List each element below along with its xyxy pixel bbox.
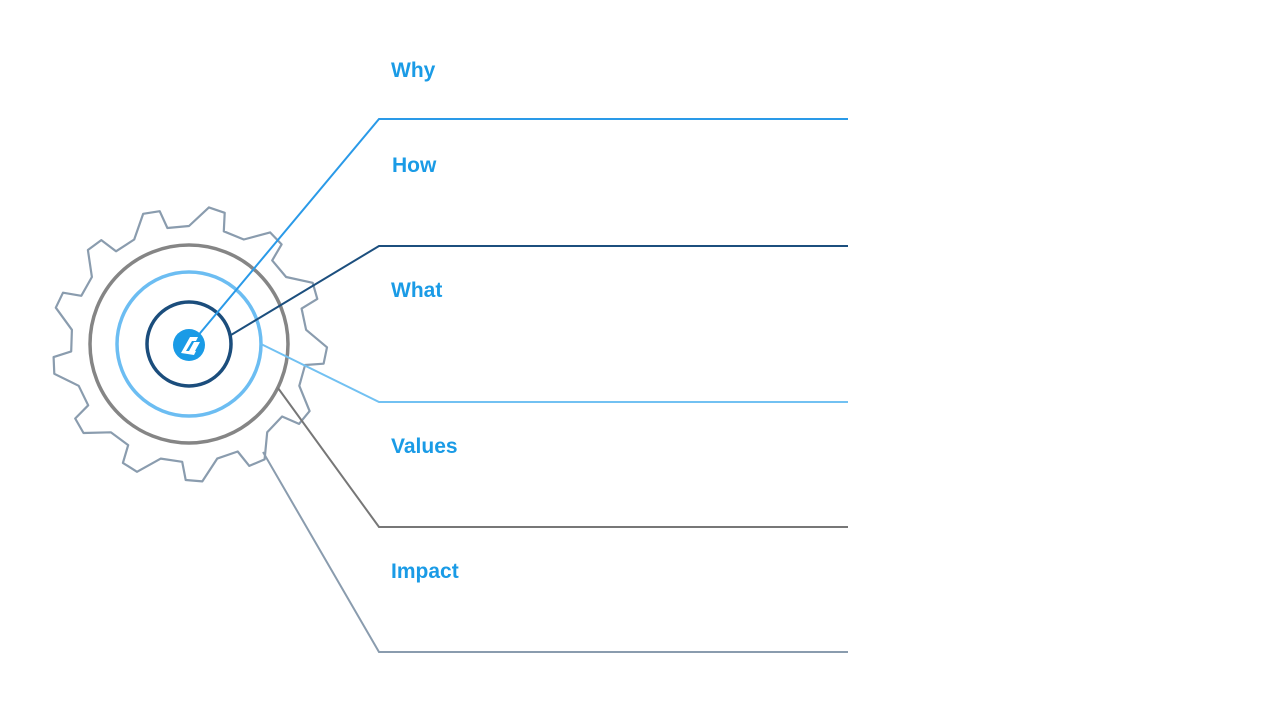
values-connector-line (277, 387, 848, 528)
section-label-values: Values (391, 435, 458, 458)
brand-logo-icon (173, 329, 205, 361)
impact-connector-line (262, 451, 848, 653)
section-label-what: What (391, 279, 442, 302)
gear-outline (52, 206, 329, 483)
what-connector-line (260, 343, 848, 403)
section-label-how: How (392, 154, 437, 177)
section-label-impact: Impact (391, 560, 459, 583)
outer-ring (88, 243, 290, 445)
why-connector-line (195, 118, 848, 339)
section-label-why: Why (391, 59, 436, 82)
how-connector-line (230, 245, 848, 336)
inner-ring (145, 300, 233, 388)
